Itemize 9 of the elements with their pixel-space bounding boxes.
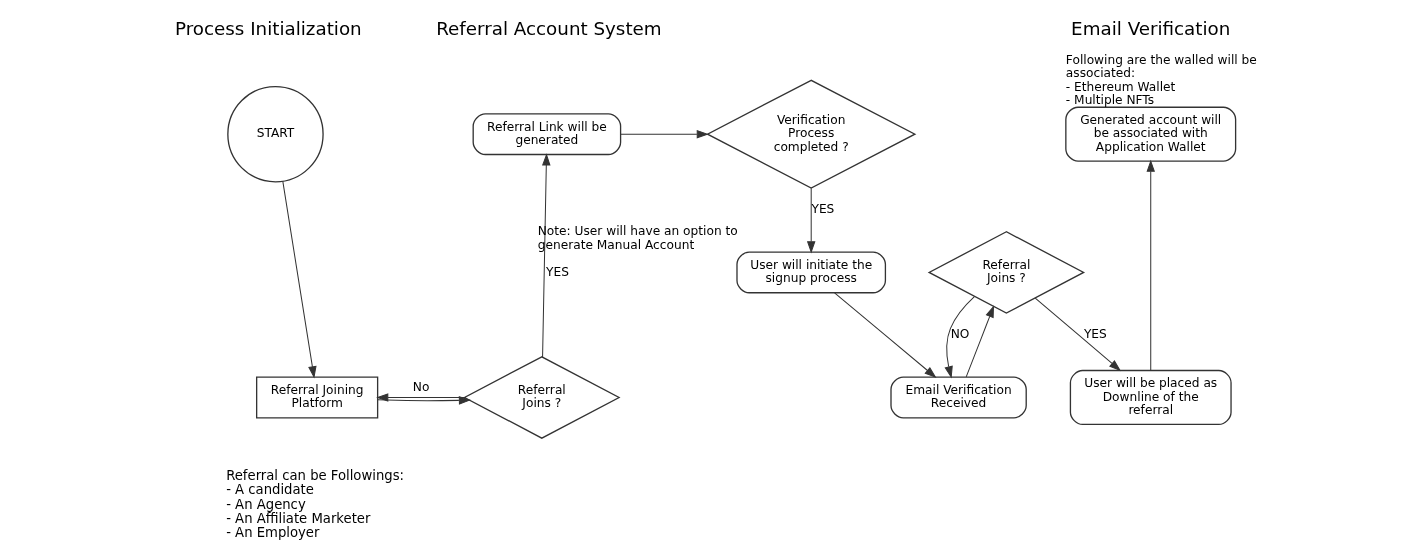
node-label: Referral can be Followings: - A candidate - An Agency - An Affiliate Marketer - An Employer [225, 468, 404, 541]
node-label: Following are the walled will be associated: - Ethereum Wallet - Multiple NFTs [1065, 53, 1257, 107]
edge-label: NO [950, 327, 969, 342]
edge-label: No [412, 379, 429, 394]
edge-label: YES [545, 264, 569, 279]
edge-label: YES [1083, 327, 1107, 342]
label: Referral Account System [435, 17, 662, 39]
label: Email Verification [1070, 17, 1230, 39]
label: Process Initialization [174, 17, 362, 39]
